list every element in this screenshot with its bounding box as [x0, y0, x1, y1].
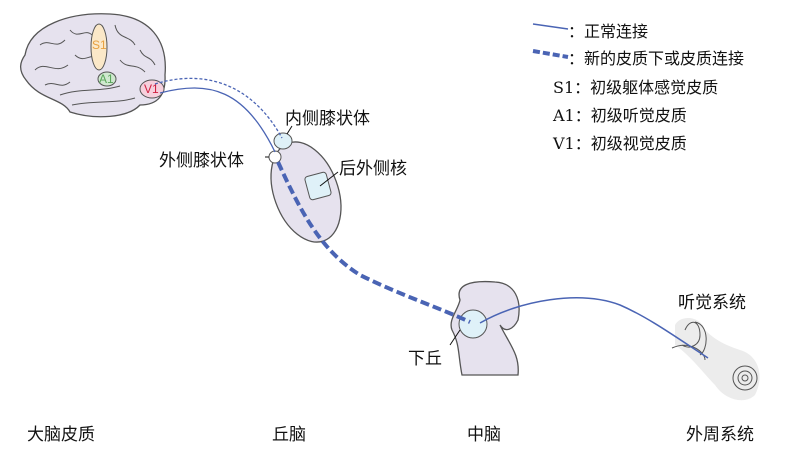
mgn-nucleus — [273, 132, 293, 150]
legend-a1: A1：初级听觉皮质 — [553, 106, 687, 125]
legend-solid-line — [532, 23, 569, 30]
brain-cortex — [19, 13, 166, 118]
lp-nucleus — [304, 171, 332, 201]
legend-dashed-line — [532, 49, 569, 59]
auditory-system-label: 听觉系统 — [678, 293, 746, 313]
lgn-nucleus — [268, 150, 282, 164]
column-thalamus: 丘脑 — [272, 425, 306, 445]
mgn-label: 内侧膝状体 — [285, 109, 370, 129]
v1-lgn-dashed-connection — [154, 77, 283, 139]
v1-lgn-solid-connection — [159, 87, 276, 153]
thalamus — [270, 141, 342, 243]
lp-label: 后外侧核 — [339, 159, 407, 179]
column-cortex: 大脑皮质 — [27, 425, 95, 445]
column-midbrain: 中脑 — [467, 425, 501, 445]
v1-label: V1 — [144, 82, 159, 96]
ic-label: 下丘 — [408, 349, 442, 369]
column-peripheral: 外周系统 — [686, 425, 754, 445]
v1-region — [139, 79, 165, 99]
a1-label: A1 — [99, 72, 114, 86]
legend-s1: S1：初级躯体感觉皮质 — [553, 78, 719, 97]
ic-cochlea-connection — [479, 297, 709, 359]
s1-region — [90, 23, 108, 71]
a1-region — [97, 71, 117, 87]
new-subcortical-connection — [276, 161, 471, 324]
ic-nucleus — [458, 309, 488, 339]
legend-solid: ：正常连接 — [568, 22, 649, 41]
legend-dashed: ：新的皮质下或皮质连接 — [568, 49, 745, 68]
cochlea — [671, 318, 760, 401]
lgn-label: 外侧膝状体 — [159, 151, 244, 171]
legend-v1: V1：初级视觉皮质 — [553, 134, 687, 153]
leader-lines — [265, 125, 461, 346]
s1-label: S1 — [92, 38, 107, 52]
